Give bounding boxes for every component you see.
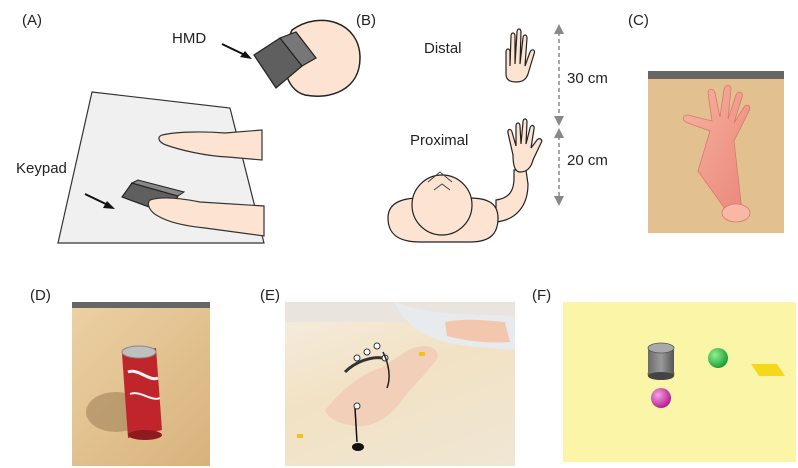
magenta-ball: [651, 388, 671, 408]
can-svg: [72, 302, 210, 466]
yellow-target-pad: [751, 364, 785, 376]
vr-hand-svg: [648, 71, 784, 233]
real-photo-svg: [285, 302, 515, 466]
green-ball: [708, 348, 728, 368]
distal-label: Distal: [424, 40, 462, 57]
proximal-label: Proximal: [410, 132, 468, 149]
distance-upper-label: 30 cm: [567, 70, 608, 87]
upper-arrow-head-top: [554, 24, 564, 34]
lower-arrow-head-bottom: [554, 196, 564, 206]
upper-arrow-head-bottom: [554, 116, 564, 126]
distal-hand-icon: [506, 29, 535, 82]
panel-f-vr-scene-render: [563, 302, 796, 462]
panel-c-vr-hand-render: [648, 71, 784, 233]
proximal-arm-icon: [496, 119, 542, 222]
distance-lower-label: 20 cm: [567, 152, 608, 169]
panel-d-vr-can-render: [72, 302, 210, 466]
panel-e-real-photo: [285, 302, 515, 466]
lower-arrow-head-top: [554, 128, 564, 138]
vr-scene-svg: [563, 302, 796, 462]
proximal-head-icon: [388, 172, 498, 242]
